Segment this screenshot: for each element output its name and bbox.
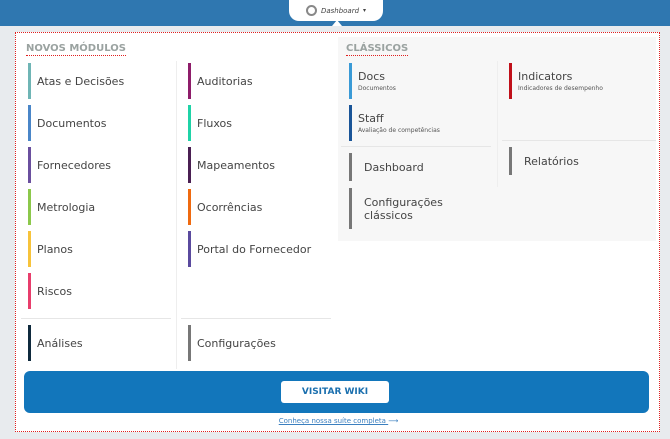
module-auditorias[interactable]: Auditorias [188, 63, 253, 99]
color-bar [28, 63, 31, 99]
color-bar [349, 188, 352, 229]
dropdown-pointer [332, 20, 342, 26]
divider [181, 318, 331, 319]
module-label: Metrologia [37, 200, 96, 214]
visitar-wiki-button[interactable]: VISITAR WIKI [281, 381, 389, 403]
module-label: Indicators [518, 70, 573, 83]
module-fornecedores[interactable]: Fornecedores [28, 147, 111, 183]
classic-dashboard[interactable]: Dashboard [349, 153, 424, 181]
module-subtitle: Indicadores de desempenho [518, 85, 603, 92]
suite-link[interactable]: Conheça nossa suíte completa ⟶ [16, 417, 661, 425]
divider [502, 140, 656, 141]
color-bar [28, 105, 31, 141]
color-bar [349, 105, 352, 141]
module-label: Atas e Decisões [37, 74, 125, 88]
classic-configuracoes[interactable]: Configurações clássicos [349, 188, 454, 229]
module-label: Docs [358, 70, 385, 83]
color-bar [28, 147, 31, 183]
module-label: Portal do Fornecedor [197, 242, 312, 256]
module-metrologia[interactable]: Metrologia [28, 189, 95, 225]
module-subtitle: Documentos [358, 85, 396, 92]
color-bar [509, 63, 512, 99]
module-analises[interactable]: Análises [28, 325, 83, 361]
color-bar [28, 189, 31, 225]
column-divider [176, 61, 177, 369]
color-bar [28, 325, 31, 361]
module-label: Fornecedores [37, 158, 112, 172]
color-bar [509, 147, 512, 175]
color-bar [188, 147, 191, 183]
dashboard-switcher[interactable]: Dashboard ▾ [289, 0, 383, 21]
module-label: Planos [37, 242, 73, 256]
module-fluxos[interactable]: Fluxos [188, 105, 232, 141]
suite-link-text[interactable]: Conheça nossa suíte completa [278, 417, 386, 425]
color-bar [188, 105, 191, 141]
module-label: Documentos [37, 116, 107, 130]
color-bar [188, 189, 191, 225]
color-bar [188, 231, 191, 267]
module-label: Auditorias [197, 74, 253, 88]
novos-modulos-title: NOVOS MÓDULOS [26, 43, 126, 56]
wiki-banner: VISITAR WIKI [24, 371, 649, 413]
module-label: Análises [37, 336, 83, 350]
module-documentos[interactable]: Documentos [28, 105, 106, 141]
module-ocorrencias[interactable]: Ocorrências [188, 189, 262, 225]
module-label: Ocorrências [197, 200, 263, 214]
color-bar [349, 63, 352, 99]
chevron-down-icon: ▾ [363, 7, 367, 14]
column-divider [497, 61, 498, 187]
modules-menu: NOVOS MÓDULOS CLÁSSICOS Atas e Decisões … [15, 32, 660, 432]
color-bar [349, 153, 352, 181]
module-label: Mapeamentos [197, 158, 275, 172]
app-logo-icon [305, 5, 317, 16]
classicos-title: CLÁSSICOS [346, 43, 409, 56]
module-label: Relatórios [524, 154, 579, 168]
dashboard-label: Dashboard [320, 6, 360, 15]
module-label: Fluxos [197, 116, 232, 130]
divider [21, 318, 171, 319]
module-label: Dashboard [364, 160, 424, 174]
color-bar [28, 231, 31, 267]
arrow-right-icon: ⟶ [388, 417, 399, 425]
color-bar [28, 273, 31, 309]
module-subtitle: Avaliação de competências [358, 127, 440, 134]
module-riscos[interactable]: Riscos [28, 273, 72, 309]
module-label: Configurações clássicos [364, 195, 443, 222]
module-planos[interactable]: Planos [28, 231, 73, 267]
module-configuracoes[interactable]: Configurações [188, 325, 276, 361]
module-mapeamentos[interactable]: Mapeamentos [188, 147, 275, 183]
classic-relatorios[interactable]: Relatórios [509, 147, 579, 175]
module-label: Staff [358, 112, 384, 125]
module-label: Configurações [197, 336, 276, 350]
module-portal-do-fornecedor[interactable]: Portal do Fornecedor [188, 231, 311, 267]
divider [341, 146, 491, 147]
module-atas-e-decisoes[interactable]: Atas e Decisões [28, 63, 124, 99]
color-bar [188, 325, 191, 361]
color-bar [188, 63, 191, 99]
module-label: Riscos [37, 284, 72, 298]
